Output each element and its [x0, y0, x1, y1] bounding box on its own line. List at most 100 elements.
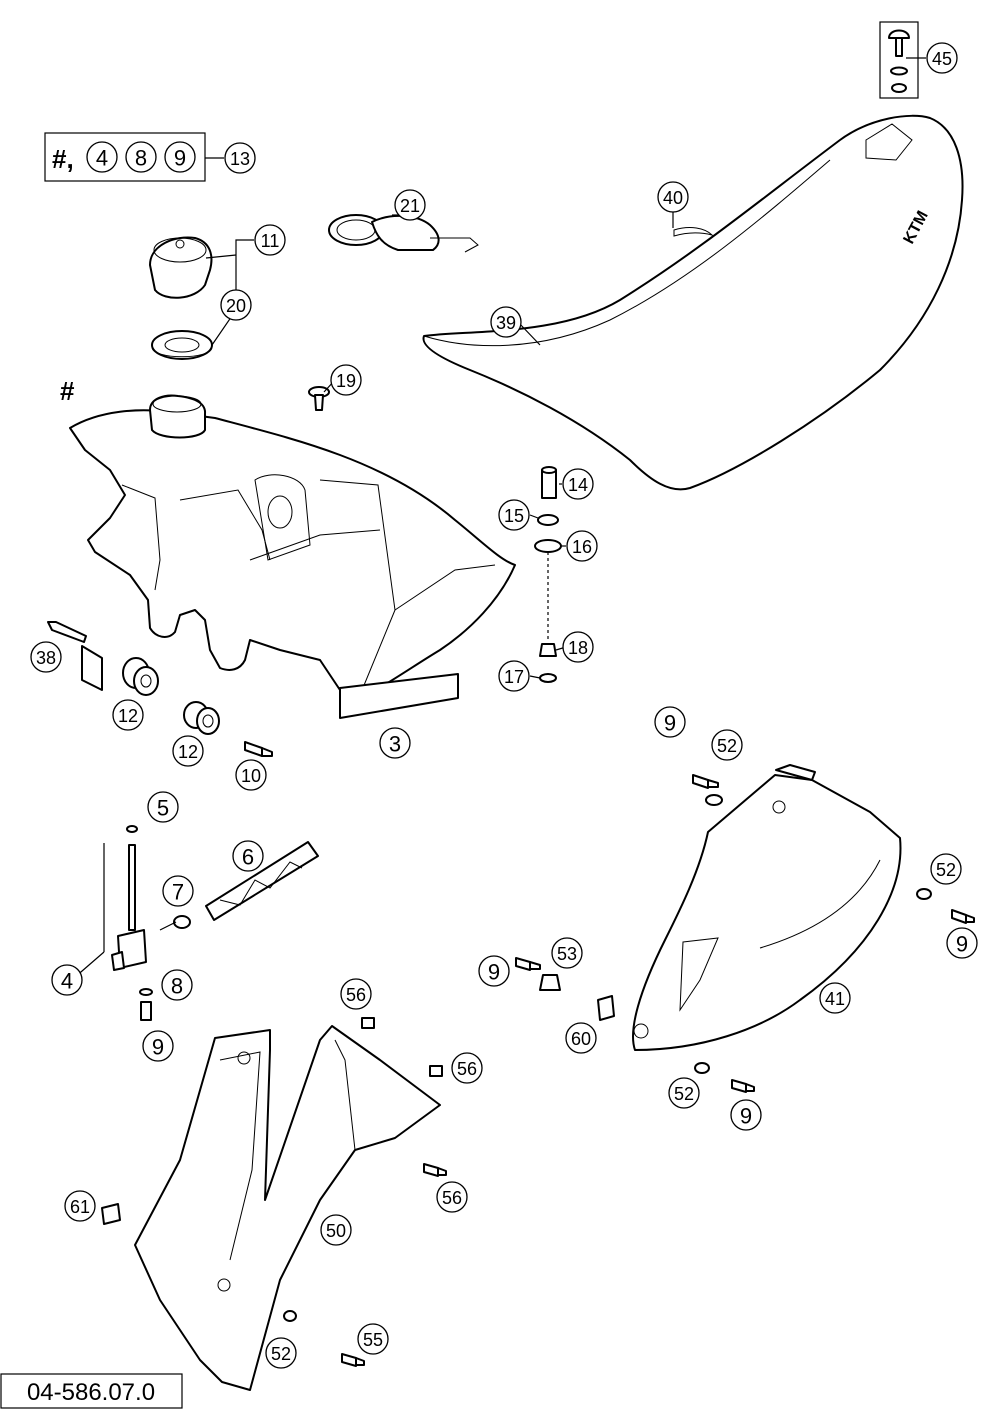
svg-text:5: 5 — [157, 796, 169, 821]
svg-text:39: 39 — [496, 313, 516, 333]
kit-prefix: #, — [52, 144, 74, 174]
callout-56: 56 — [340, 978, 372, 1010]
callout-52: 52 — [930, 853, 962, 885]
callout-20: 20 — [220, 289, 252, 321]
kit-item-8: 8 — [125, 141, 157, 173]
callout-8: 8 — [161, 969, 193, 1001]
nut-53 — [539, 974, 561, 991]
svg-text:55: 55 — [363, 1330, 383, 1350]
svg-text:56: 56 — [457, 1059, 477, 1079]
svg-text:21: 21 — [400, 196, 420, 216]
tank-hash-marker: # — [60, 376, 75, 406]
tank-gasket — [151, 330, 213, 360]
svg-text:12: 12 — [118, 706, 138, 726]
svg-text:10: 10 — [241, 766, 261, 786]
svg-text:19: 19 — [336, 371, 356, 391]
callout-61: 61 — [64, 1190, 96, 1222]
nut-52 — [694, 1062, 710, 1074]
svg-text:53: 53 — [557, 944, 577, 964]
svg-text:52: 52 — [674, 1084, 694, 1104]
svg-text:9: 9 — [152, 1035, 164, 1060]
hose-clamp — [173, 915, 191, 929]
rubber-bushing — [122, 657, 159, 696]
callout-55: 55 — [357, 1323, 389, 1355]
part-number: 04-586.07.0 — [27, 1379, 155, 1406]
kit-box: #, 4 8 9 13 — [44, 132, 256, 182]
vent-cap — [328, 214, 479, 253]
callout-52: 52 — [265, 1337, 297, 1369]
callout-12: 12 — [172, 735, 204, 767]
seat: KTM — [422, 114, 964, 491]
callout-7: 7 — [162, 875, 194, 907]
screw-56 — [361, 1017, 375, 1029]
callout-52: 52 — [668, 1077, 700, 1109]
svg-text:56: 56 — [346, 985, 366, 1005]
screw-9 — [951, 909, 975, 924]
callout-5: 5 — [147, 791, 179, 823]
callout-53: 53 — [551, 937, 583, 969]
callout-41: 41 — [819, 982, 851, 1014]
svg-text:9: 9 — [664, 711, 676, 736]
svg-text:41: 41 — [825, 989, 845, 1009]
screw-55 — [341, 1353, 365, 1367]
screw-9 — [692, 774, 719, 789]
mounting-hardware-stack — [534, 466, 562, 683]
part-number-label: 04-586.07.0 — [0, 1373, 183, 1409]
side-cover-left — [134, 1025, 441, 1391]
nut-52 — [705, 794, 723, 806]
callout-11: 11 — [254, 224, 286, 256]
svg-text:9: 9 — [488, 960, 500, 985]
callout-56: 56 — [451, 1052, 483, 1084]
svg-text:16: 16 — [572, 537, 592, 557]
callout-6: 6 — [232, 840, 264, 872]
callout-13: 13 — [224, 142, 256, 174]
screw-10 — [244, 741, 273, 757]
svg-text:52: 52 — [717, 736, 737, 756]
svg-text:4: 4 — [96, 146, 108, 171]
callout-38: 38 — [30, 641, 62, 673]
callout-56: 56 — [436, 1181, 468, 1213]
screw-9 — [731, 1079, 755, 1093]
callout-18: 18 — [562, 631, 594, 663]
callout-21: 21 — [394, 189, 426, 221]
kit-item-4: 4 — [86, 141, 118, 173]
callout-9: 9 — [478, 955, 510, 987]
svg-text:52: 52 — [936, 860, 956, 880]
svg-text:20: 20 — [226, 296, 246, 316]
svg-text:12: 12 — [178, 742, 198, 762]
callout-9: 9 — [730, 1099, 762, 1131]
svg-text:11: 11 — [261, 231, 280, 251]
nut-52 — [916, 888, 932, 900]
svg-text:61: 61 — [70, 1197, 90, 1217]
svg-text:38: 38 — [36, 648, 56, 668]
svg-text:8: 8 — [171, 974, 183, 999]
callout-50: 50 — [320, 1214, 352, 1246]
fuel-tank — [69, 394, 516, 701]
callout-19: 19 — [330, 364, 362, 396]
svg-text:60: 60 — [571, 1029, 591, 1049]
svg-text:9: 9 — [956, 932, 968, 957]
callout-16: 16 — [566, 530, 598, 562]
callout-40: 40 — [657, 181, 689, 213]
svg-text:18: 18 — [568, 638, 588, 658]
svg-text:17: 17 — [504, 667, 524, 687]
callout-14: 14 — [562, 468, 594, 500]
screw-56 — [423, 1163, 447, 1177]
svg-text:7: 7 — [172, 880, 184, 905]
svg-text:14: 14 — [568, 475, 588, 495]
fuel-tap-assembly — [73, 825, 153, 1021]
svg-text:9: 9 — [174, 146, 186, 171]
screw-9 — [515, 957, 541, 971]
screw-56 — [429, 1065, 443, 1077]
svg-text:52: 52 — [271, 1344, 291, 1364]
svg-text:56: 56 — [442, 1188, 462, 1208]
callout-17: 17 — [498, 660, 530, 692]
callout-39: 39 — [490, 306, 522, 338]
callout-45: 45 — [926, 42, 958, 74]
svg-text:50: 50 — [326, 1221, 346, 1241]
callout-3: 3 — [379, 727, 411, 759]
svg-text:15: 15 — [504, 506, 524, 526]
svg-text:3: 3 — [389, 732, 401, 757]
svg-text:4: 4 — [61, 969, 73, 994]
